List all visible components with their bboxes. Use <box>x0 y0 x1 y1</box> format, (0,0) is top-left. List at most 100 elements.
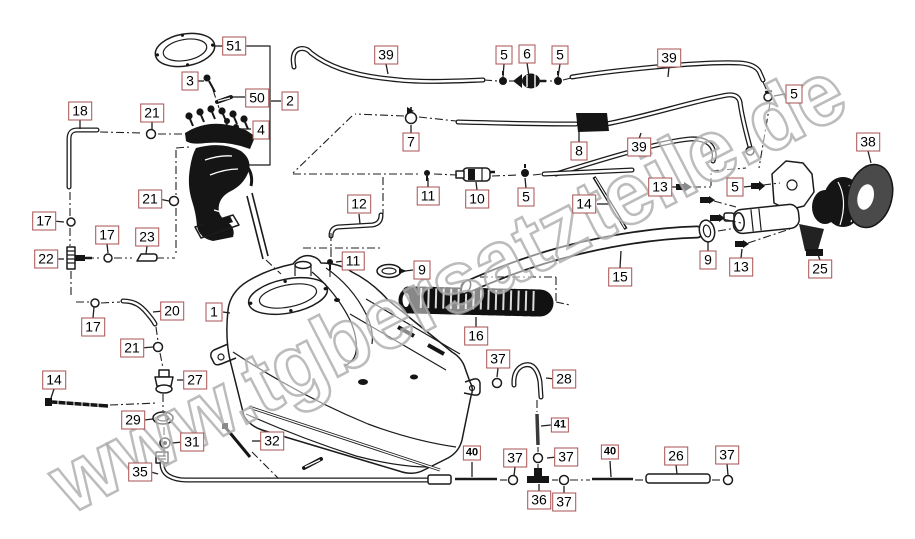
part-label-5[interactable]: 5 <box>495 45 513 65</box>
clamp-5-drawing <box>521 164 529 177</box>
part-label-25[interactable]: 25 <box>808 259 832 279</box>
part-label-36[interactable]: 36 <box>527 490 551 510</box>
part-label-32[interactable]: 32 <box>260 431 284 451</box>
leader-line <box>106 243 109 254</box>
part-label-51[interactable]: 51 <box>222 36 246 56</box>
part-label-50[interactable]: 50 <box>245 88 269 108</box>
part-label-21[interactable]: 21 <box>140 103 164 123</box>
part-label-37[interactable]: 37 <box>715 445 739 465</box>
washer-29-drawing <box>152 411 174 425</box>
corrugated-hose-16-drawing <box>398 286 554 317</box>
part-label-4[interactable]: 4 <box>252 120 270 140</box>
leader-line <box>540 424 552 427</box>
part-label-13[interactable]: 13 <box>729 257 753 277</box>
seal-9-drawing <box>698 219 716 243</box>
dash-line <box>762 81 768 92</box>
part-label-29[interactable]: 29 <box>121 410 145 430</box>
dash-line <box>99 131 144 134</box>
part-label-28[interactable]: 28 <box>552 369 576 389</box>
part-label-10[interactable]: 10 <box>465 189 489 209</box>
part-label-9[interactable]: 9 <box>413 260 431 280</box>
dash-line <box>155 326 159 342</box>
dash-line <box>109 402 158 406</box>
part-label-37[interactable]: 37 <box>552 492 576 512</box>
part-label-3[interactable]: 3 <box>181 71 199 91</box>
part-label-39[interactable]: 39 <box>657 48 681 68</box>
part-label-5[interactable]: 5 <box>551 45 569 65</box>
leader-line <box>526 62 530 77</box>
leader-line <box>867 150 872 164</box>
part-label-6[interactable]: 6 <box>518 44 536 64</box>
bolt-drawing <box>700 196 715 204</box>
grommet-37-drawing <box>722 474 734 486</box>
part-label-5[interactable]: 5 <box>785 84 803 104</box>
leader-line <box>475 181 478 191</box>
part-label-16[interactable]: 16 <box>464 326 488 346</box>
part-label-40[interactable]: 40 <box>600 444 620 460</box>
part-label-2[interactable]: 2 <box>281 91 299 111</box>
part-label-11[interactable]: 11 <box>341 251 365 271</box>
pin-50-drawing <box>215 95 233 104</box>
part-label-39[interactable]: 39 <box>627 137 651 157</box>
part-label-41[interactable]: 41 <box>550 417 570 433</box>
dash-line <box>433 173 458 176</box>
part-label-21[interactable]: 21 <box>138 189 162 209</box>
part-label-13[interactable]: 13 <box>648 177 672 197</box>
part-label-17[interactable]: 17 <box>32 211 56 231</box>
part-label-15[interactable]: 15 <box>608 267 632 287</box>
part-label-1[interactable]: 1 <box>205 302 223 322</box>
part-label-37[interactable]: 37 <box>503 448 527 468</box>
clamp-5-drawing <box>763 90 773 102</box>
leader-line <box>222 311 231 314</box>
dash-line <box>265 259 282 275</box>
part-label-37[interactable]: 37 <box>554 447 578 467</box>
ring-17-drawing <box>103 253 113 263</box>
part-label-23[interactable]: 23 <box>135 227 159 247</box>
dash-line <box>212 89 220 109</box>
seal-9-drawing <box>376 263 407 279</box>
part-label-9[interactable]: 9 <box>699 250 717 270</box>
part-label-5[interactable]: 5 <box>517 187 535 207</box>
part-label-37[interactable]: 37 <box>486 349 510 369</box>
part-label-11[interactable]: 11 <box>416 186 440 206</box>
dash-line <box>710 167 747 172</box>
part-label-26[interactable]: 26 <box>664 446 688 466</box>
part-label-20[interactable]: 20 <box>160 301 184 321</box>
leader-line <box>816 251 821 261</box>
part-label-17[interactable]: 17 <box>81 317 105 337</box>
rod-41-drawing <box>535 413 540 446</box>
dash-line <box>762 182 781 186</box>
part-label-31[interactable]: 31 <box>180 432 204 452</box>
fuel-cock-27-drawing <box>154 369 174 394</box>
part-label-14[interactable]: 14 <box>42 370 66 390</box>
fuel-pump-drawing <box>185 105 269 260</box>
dash-line <box>717 227 737 232</box>
part-label-21[interactable]: 21 <box>120 338 144 358</box>
part-label-17[interactable]: 17 <box>95 225 119 245</box>
part-label-14[interactable]: 14 <box>572 194 596 214</box>
leader-line <box>50 388 55 399</box>
part-label-5[interactable]: 5 <box>726 177 744 197</box>
part-label-39[interactable]: 39 <box>374 45 398 65</box>
part-label-38[interactable]: 38 <box>856 132 880 152</box>
part-label-12[interactable]: 12 <box>347 194 371 214</box>
part-label-22[interactable]: 22 <box>34 249 58 269</box>
leader-line <box>513 466 516 477</box>
part-label-18[interactable]: 18 <box>68 101 92 121</box>
part-label-8[interactable]: 8 <box>570 141 588 161</box>
leader-line <box>502 63 505 78</box>
leader-line <box>619 250 622 269</box>
grommet-21-drawing <box>152 341 164 353</box>
dash-line <box>483 79 499 82</box>
part-label-27[interactable]: 27 <box>183 370 207 390</box>
dash-line <box>722 218 742 224</box>
fuel-tank-drawing <box>210 254 481 474</box>
leader-line <box>773 93 786 97</box>
dash-line <box>758 102 771 169</box>
clamp-7-drawing <box>404 107 418 125</box>
part-label-35[interactable]: 35 <box>128 462 152 482</box>
part-label-40[interactable]: 40 <box>462 445 482 461</box>
part-label-7[interactable]: 7 <box>402 132 420 152</box>
